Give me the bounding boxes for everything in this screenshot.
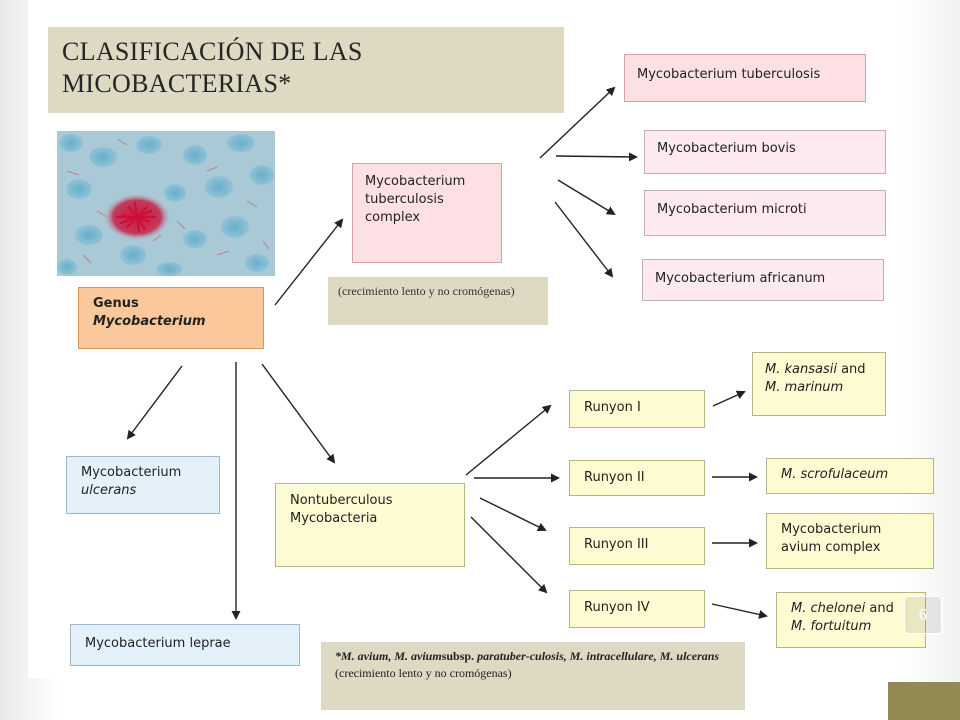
tb-complex-line1: Mycobacterium [365,174,466,189]
m-ulcerans-line2: ulcerans [81,483,137,498]
runyon-iii-box: Runyon III [569,527,705,565]
runyon-i-box: Runyon I [569,390,705,428]
page-number: 6 [904,596,942,634]
runyon-ii-box: Runyon II [569,460,705,496]
corner-accent-bar [888,682,960,720]
avium-complex-line2: avium complex [781,540,881,555]
scrofulaceum-box: M. scrofulaceum [766,458,934,494]
runyon-iv-box: Runyon IV [569,590,705,628]
footnote: *M. avium, M. aviumsubsp. paratuber-culo… [321,642,745,710]
m-africanum-label: Mycobacterium africanum [655,271,826,286]
m-bovis-label: Mycobacterium bovis [657,141,796,156]
fortuitum-label: M. fortuitum [791,619,872,634]
slide-title-box: CLASIFICACIÓN DE LAS MICOBACTERIAS* [48,27,564,113]
runyon-i-label: Runyon I [584,400,641,415]
m-ulcerans-box: Mycobacterium ulcerans [66,456,220,514]
marinum-label: M. marinum [765,380,844,395]
footnote-part3: paratuber-culosis, M. intracellulare, M.… [477,649,720,663]
tb-complex-line3: complex [365,210,421,225]
genus-name: Mycobacterium [93,314,206,329]
m-bovis-box: Mycobacterium bovis [644,130,886,174]
tb-complex-box: Mycobacterium tuberculosis complex [352,163,502,263]
m-africanum-box: Mycobacterium africanum [642,259,884,301]
kansasii-and: and [836,362,866,377]
m-leprae-box: Mycobacterium leprae [70,624,300,666]
kansasii-label: M. kansasii [765,362,837,377]
genus-label: Genus [93,296,139,311]
chelonei-and: and [865,601,894,616]
footnote-part2: subsp. [441,649,478,663]
runyon-ii-label: Runyon II [584,470,645,485]
kansasii-marinum-box: M. kansasii and M. marinum [752,352,886,416]
tb-complex-note: (crecimiento lento y no cromógenas) [328,277,548,325]
avium-complex-box: Mycobacterium avium complex [766,513,934,569]
scrofulaceum-label: M. scrofulaceum [781,467,889,482]
slide-title: CLASIFICACIÓN DE LAS MICOBACTERIAS* [62,37,363,98]
m-ulcerans-line1: Mycobacterium [81,465,182,480]
m-tuberculosis-box: Mycobacterium tuberculosis [624,54,866,102]
ntm-box: Nontuberculous Mycobacteria [275,483,465,567]
m-microti-box: Mycobacterium microti [644,190,886,236]
footnote-part4: (crecimiento lento y no cromógenas) [335,666,512,680]
runyon-iii-label: Runyon III [584,537,649,552]
genus-mycobacterium-box: Genus Mycobacterium [78,287,264,349]
footnote-part1: *M. avium, M. avium [335,649,442,663]
runyon-iv-label: Runyon IV [584,600,650,615]
ntm-line2: Mycobacteria [290,511,378,526]
avium-complex-line1: Mycobacterium [781,522,882,537]
m-leprae-label: Mycobacterium leprae [85,636,231,651]
chelonei-fortuitum-box: M. chelonei and M. fortuitum [776,592,926,648]
acid-fast-stain-micrograph [57,131,275,276]
tb-complex-line2: tuberculosis [365,192,444,207]
ntm-line1: Nontuberculous [290,493,393,508]
m-microti-label: Mycobacterium microti [657,202,807,217]
chelonei-label: M. chelonei [791,601,866,616]
m-tuberculosis-label: Mycobacterium tuberculosis [637,67,821,82]
